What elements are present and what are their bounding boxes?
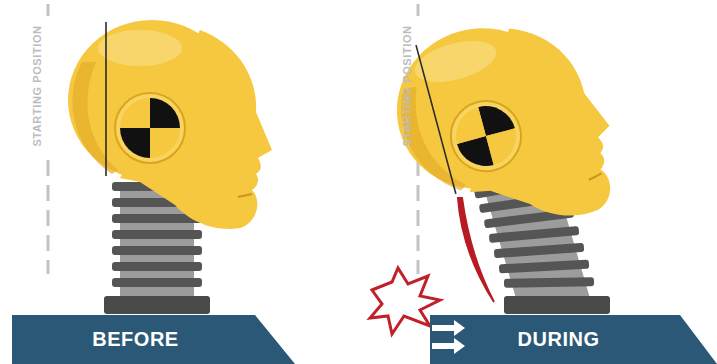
band-box: DURING bbox=[430, 315, 717, 364]
band-box: BEFORE bbox=[12, 315, 295, 364]
band-fill bbox=[12, 315, 295, 364]
impact-star bbox=[370, 268, 440, 334]
neck-disc bbox=[112, 262, 202, 271]
neck-base bbox=[504, 296, 610, 314]
neck-base bbox=[104, 296, 210, 314]
band-fill bbox=[430, 315, 717, 364]
dummy-head bbox=[379, 0, 630, 255]
dashed-line bbox=[47, 160, 50, 274]
neck-disc bbox=[499, 260, 589, 274]
dummy-head bbox=[68, 20, 272, 229]
band-label: BEFORE bbox=[92, 328, 178, 351]
position-label: STARTING POSITION bbox=[401, 25, 413, 146]
motion-arrow bbox=[432, 338, 465, 354]
position-label: STARTING POSITION bbox=[31, 25, 43, 146]
neck-disc bbox=[112, 278, 202, 287]
dashed-line bbox=[47, 4, 50, 16]
neck-disc bbox=[494, 243, 584, 258]
neck-disc bbox=[112, 230, 202, 239]
motion-line bbox=[458, 198, 494, 302]
dashed-line bbox=[417, 160, 420, 274]
neck-disc bbox=[112, 246, 202, 255]
motion-arrow bbox=[432, 320, 465, 336]
neck-disc bbox=[504, 277, 594, 288]
band-label: DURING bbox=[518, 328, 600, 351]
neck-disc bbox=[489, 226, 579, 243]
dashed-line bbox=[417, 4, 420, 16]
